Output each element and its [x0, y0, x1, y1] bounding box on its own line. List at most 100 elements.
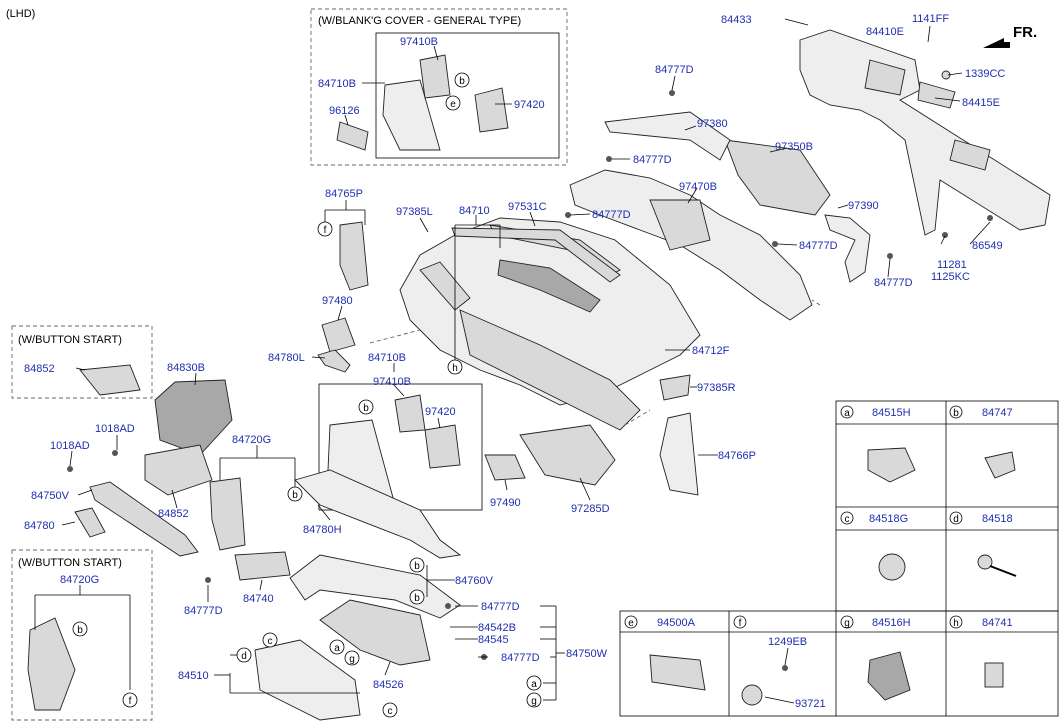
legend-part-label: 94500A — [657, 617, 696, 629]
svg-text:f: f — [739, 618, 742, 629]
part-label: 97480 — [322, 295, 353, 307]
part-label: 84780H — [303, 524, 342, 536]
svg-text:b: b — [459, 76, 465, 87]
part-label: 84852 — [24, 363, 55, 375]
legend-part-label: 93721 — [795, 698, 826, 710]
part-label: 97385R — [697, 382, 736, 394]
part-label: 97531C — [508, 201, 547, 213]
screw-icon — [606, 156, 612, 162]
legend-cell-d: d 84518 — [949, 511, 1017, 577]
part-label: 84710 — [459, 205, 490, 217]
svg-text:a: a — [334, 643, 340, 654]
part-label: 84712F — [692, 345, 730, 357]
legend-cell-b: b 84747 — [949, 405, 1016, 479]
screw-icon — [942, 232, 948, 238]
glove-box-liner — [319, 599, 431, 666]
part-label: 97390 — [848, 200, 879, 212]
part-label: 84710B — [318, 78, 356, 90]
svg-text:f: f — [129, 696, 132, 707]
front-arrow-icon — [983, 38, 1010, 48]
part-label: 11281 — [937, 259, 967, 271]
part-label: 97490 — [490, 497, 521, 509]
start-button-shroud — [79, 364, 141, 396]
column-shroud-upper — [154, 379, 233, 456]
svg-text:b: b — [363, 403, 369, 414]
callout-a: a — [526, 675, 542, 691]
blanking-vent-left — [419, 54, 451, 99]
button-start-group-box-2 — [11, 549, 153, 721]
callout-a: a — [329, 639, 345, 655]
clip-icon — [984, 451, 1016, 479]
legend-cell-g: g 84516H — [840, 615, 911, 701]
fuse-cover-bracket — [234, 551, 291, 581]
part-label: 84852 — [158, 508, 189, 520]
svg-text:g: g — [844, 618, 850, 629]
button-start-group-title-2: (W/BUTTON START) — [18, 557, 122, 569]
svg-text:h: h — [953, 618, 959, 629]
part-number-labels: 84433 84410E 1141FF 1339CC 84415E 84777D… — [24, 13, 1005, 691]
part-label: 97385L — [396, 206, 433, 218]
fascia-vent-left — [394, 394, 426, 433]
stopper-icon — [977, 554, 993, 570]
svg-text:b: b — [292, 490, 298, 501]
button-start-group-title-1: (W/BUTTON START) — [18, 334, 122, 346]
lower-panel-mid — [209, 477, 246, 551]
lower-panel-button-start — [27, 617, 76, 711]
screw-icon — [112, 450, 118, 456]
svg-text:a: a — [531, 679, 537, 690]
bracket-icon — [867, 651, 911, 701]
callout-g: g — [526, 692, 542, 708]
callout-b: b — [454, 72, 470, 88]
svg-text:a: a — [844, 408, 850, 419]
legend-table: a 84515H b 84747 c 84518G d 84518 e 9450… — [619, 400, 1059, 717]
svg-text:h: h — [452, 363, 458, 374]
part-label: 84415E — [962, 97, 1000, 109]
part-label: 84777D — [799, 240, 838, 252]
blanking-vent-right — [474, 87, 509, 133]
part-label: 97380 — [697, 118, 728, 130]
svg-text:b: b — [77, 625, 83, 636]
lower-trim-piece — [74, 507, 106, 538]
side-cover-right — [659, 412, 699, 496]
part-label: 84750V — [31, 490, 70, 502]
callout-c: c — [262, 632, 278, 648]
part-label: 84740 — [243, 593, 274, 605]
callout-d: d — [236, 647, 252, 663]
part-label: 1018AD — [50, 440, 90, 452]
legend-cell-c: c 84518G — [840, 511, 908, 581]
center-vent-lower — [484, 454, 526, 481]
legend-part-label: 84747 — [982, 407, 1013, 419]
svg-text:b: b — [414, 593, 420, 604]
glove-box-door — [254, 639, 361, 721]
part-label: 84780L — [268, 352, 305, 364]
callout-e: e — [445, 95, 461, 111]
part-label: 84750W — [566, 648, 608, 660]
part-label: 84777D — [184, 605, 223, 617]
side-vent-right — [659, 374, 691, 401]
retainer-icon — [984, 662, 1004, 688]
part-label: 96126 — [329, 105, 360, 117]
part-label: 84765P — [325, 188, 363, 200]
legend-part-label: 84741 — [982, 617, 1013, 629]
column-shroud-lower — [144, 444, 213, 496]
lower-panel — [519, 424, 616, 486]
callout-b: b — [72, 621, 88, 637]
svg-text:f: f — [324, 225, 327, 236]
switch-module-icon — [649, 654, 706, 691]
part-label: 97410B — [400, 36, 438, 48]
callout-b: b — [409, 589, 425, 605]
svg-text:c: c — [268, 636, 273, 647]
part-label: 84710B — [368, 352, 406, 364]
legend-cell-e: e 94500A — [624, 615, 706, 691]
screw-icon — [205, 577, 211, 583]
crash-pad-main — [399, 217, 701, 431]
part-label: 1339CC — [965, 68, 1005, 80]
part-label: 84510 — [178, 670, 209, 682]
svg-text:e: e — [450, 99, 456, 110]
callout-h: h — [447, 359, 463, 375]
front-direction-indicator: FR. — [983, 24, 1037, 48]
part-label: 84777D — [874, 277, 913, 289]
clip-icon — [867, 447, 916, 483]
legend-part-label: 1249EB — [768, 636, 807, 648]
